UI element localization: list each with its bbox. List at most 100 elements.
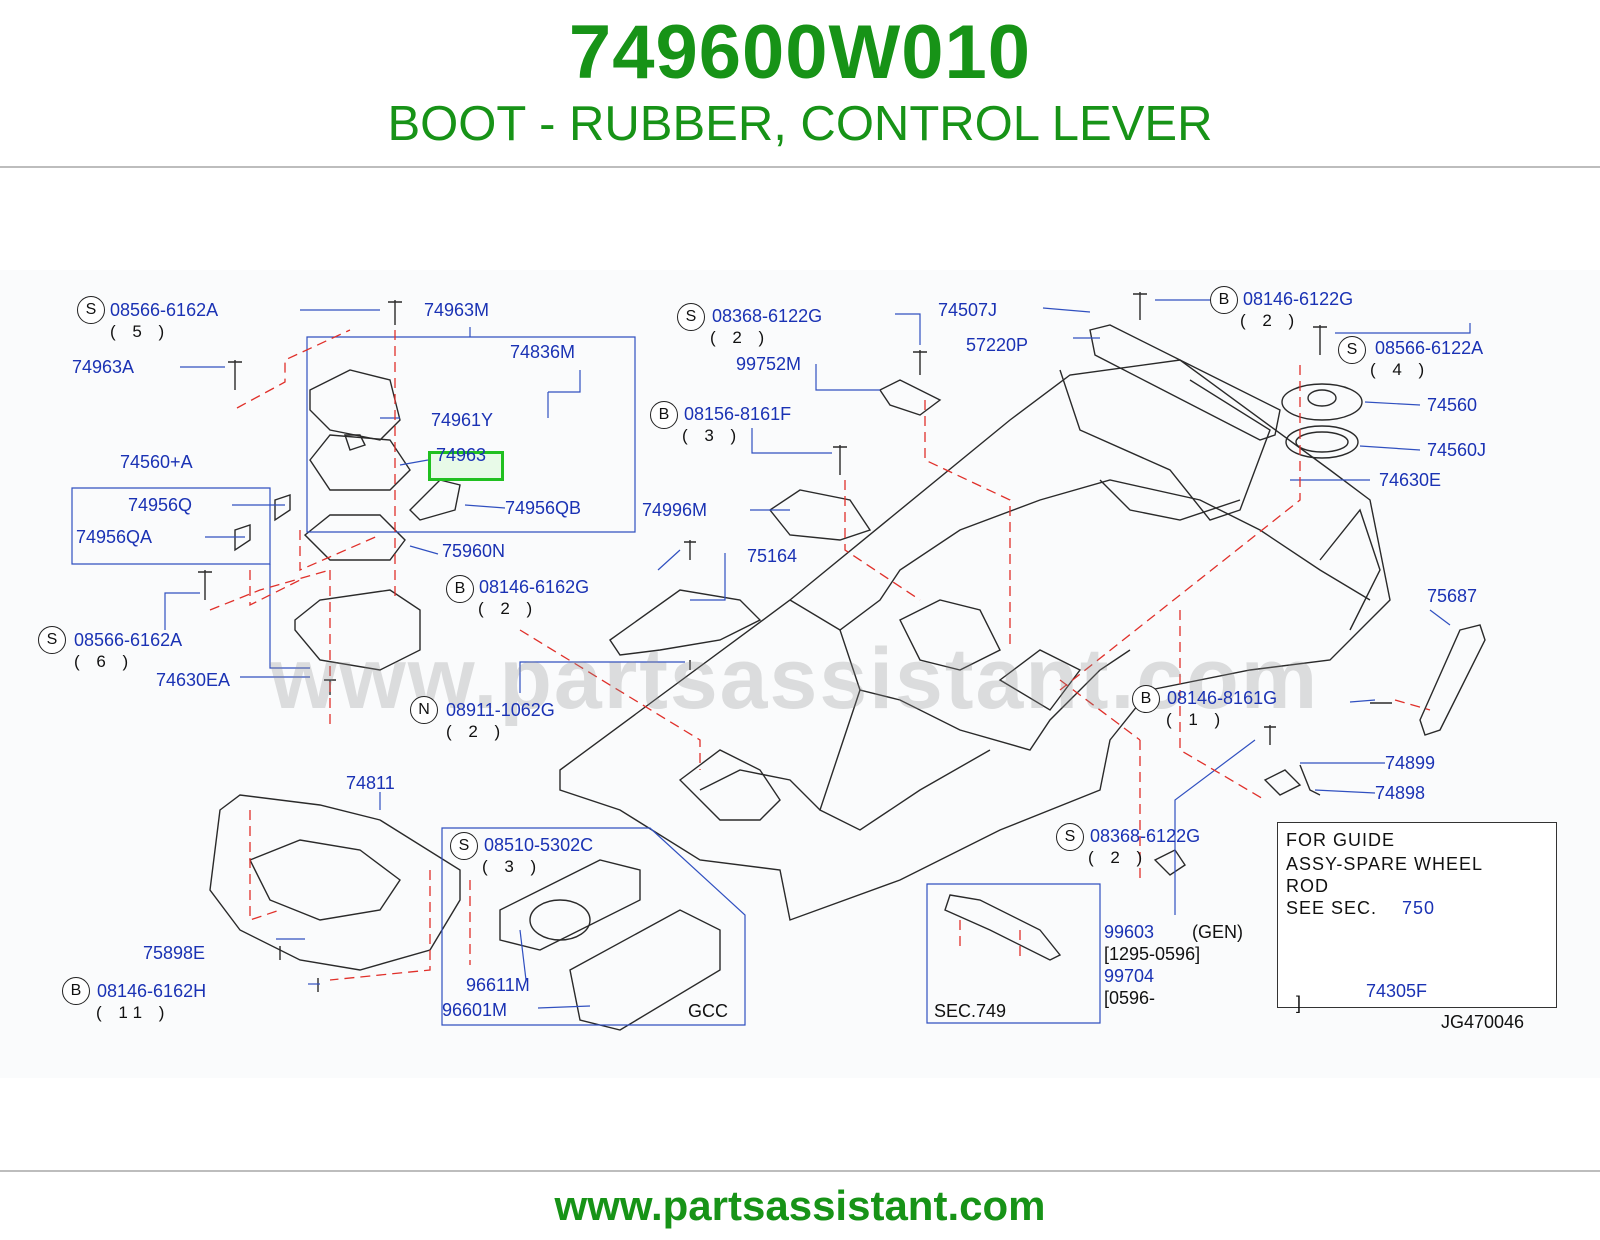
part-label[interactable]: 74560J <box>1427 440 1487 460</box>
page-header: 749600W010 BOOT - RUBBER, CONTROL LEVER <box>0 0 1600 168</box>
part-label[interactable]: 75164 <box>747 546 798 566</box>
part-label[interactable]: 08156-8161F <box>684 404 792 424</box>
header-divider <box>0 166 1600 168</box>
part-label[interactable]: 99603 <box>1104 922 1155 942</box>
part-label[interactable]: 74963M <box>424 300 490 320</box>
section-reference-link[interactable]: 750 <box>1402 898 1436 918</box>
circle-n: N <box>410 696 438 724</box>
footer-url[interactable]: www.partsassistant.com <box>554 1182 1046 1229</box>
date-range-label: [0596- <box>1104 988 1156 1008</box>
guide-note-line: SEE SEC. <box>1286 898 1378 918</box>
part-description: BOOT - RUBBER, CONTROL LEVER <box>387 97 1213 151</box>
part-label[interactable]: 08566-6122A <box>1375 338 1484 358</box>
part-number-title: 749600W010 <box>568 10 1032 95</box>
circle-b: B <box>650 401 678 429</box>
control-lever-boot <box>309 434 411 491</box>
circle-s: S <box>450 832 478 860</box>
circle-s: S <box>77 296 105 324</box>
part-label[interactable]: 08146-6162G <box>479 577 590 597</box>
part-label[interactable]: 74956QA <box>76 527 153 547</box>
section-label: SEC.749 <box>934 1001 1007 1021</box>
group-box-jack <box>441 827 746 1026</box>
quantity-label: ( 3 ) <box>482 857 543 876</box>
part-label[interactable]: 74996M <box>642 500 708 520</box>
part-label[interactable]: 74956Q <box>128 495 193 515</box>
part-label[interactable]: 96601M <box>442 1000 508 1020</box>
part-label[interactable]: 57220P <box>966 335 1029 355</box>
lower-boot <box>303 514 406 561</box>
part-label[interactable]: 74898 <box>1375 783 1426 803</box>
part-label[interactable]: 74560+A <box>120 452 193 472</box>
jack <box>569 909 721 1031</box>
part-label[interactable]: 74811 <box>346 773 395 793</box>
part-label[interactable]: 08146-8161G <box>1167 688 1278 708</box>
quantity-label: ( 2 ) <box>1240 311 1301 330</box>
ring-74560 <box>1281 383 1363 421</box>
part-label[interactable]: 08146-6162H <box>97 981 207 1001</box>
part-label[interactable]: 74560 <box>1427 395 1478 415</box>
parts-diagram: www.partsassistant.com S S S S S S B B B… <box>0 270 1600 1078</box>
part-label[interactable]: 75687 <box>1427 586 1478 606</box>
diagram-drawing <box>71 292 1486 1031</box>
circle-b: B <box>446 575 474 603</box>
date-range-label: [1295-0596] <box>1104 944 1201 964</box>
part-label[interactable]: 08566-6162A <box>110 300 219 320</box>
guide-note-line: ASSY-SPARE WHEEL <box>1286 854 1484 874</box>
circle-b: B <box>62 977 90 1005</box>
variant-label: (GEN) <box>1192 922 1243 942</box>
part-label[interactable]: 08566-6162A <box>74 630 183 650</box>
ring-74560J <box>1285 425 1359 459</box>
trim-75687 <box>1419 624 1486 736</box>
part-label[interactable]: 74956QB <box>505 498 582 518</box>
part-label[interactable]: 74963A <box>72 357 135 377</box>
quantity-label: ( 1 ) <box>1166 710 1227 729</box>
quantity-label: ( 2 ) <box>446 722 507 741</box>
part-label[interactable]: 74836M <box>510 342 576 362</box>
part-label[interactable]: 74305F <box>1366 981 1428 1001</box>
heat-insulator <box>209 794 461 971</box>
part-label[interactable]: 74630EA <box>156 670 231 690</box>
part-label[interactable]: 75960N <box>442 541 506 561</box>
part-label[interactable]: 74507J <box>938 300 998 320</box>
quantity-label: ( 3 ) <box>682 426 743 445</box>
group-box-sec749 <box>926 883 1101 1024</box>
circle-s: S <box>38 626 66 654</box>
quantity-label: ( 2 ) <box>478 599 539 618</box>
highlighted-part-box <box>428 451 504 481</box>
part-label[interactable]: 08146-6122G <box>1243 289 1354 309</box>
quantity-label: ( 2 ) <box>710 328 771 347</box>
part-label[interactable]: 96611M <box>466 975 530 995</box>
part-label[interactable]: 08510-5302C <box>484 835 594 855</box>
guide-note-line: FOR GUIDE <box>1286 830 1396 850</box>
bracket-75164 <box>609 589 762 656</box>
circle-s: S <box>1338 336 1366 364</box>
quantity-label: ( 6 ) <box>74 652 135 671</box>
quantity-label: ( 11 ) <box>96 1003 171 1022</box>
quantity-label: ( 2 ) <box>1088 848 1149 867</box>
part-label[interactable]: 74899 <box>1385 753 1436 773</box>
part-label[interactable]: 08368-6122G <box>1090 826 1201 846</box>
part-label[interactable]: 99752M <box>736 354 802 374</box>
cross-rail <box>1089 324 1281 441</box>
variant-label: GCC <box>688 1001 728 1021</box>
part-label[interactable]: 99704 <box>1104 966 1155 986</box>
console-cover <box>294 589 421 671</box>
circle-b: B <box>1132 685 1160 713</box>
part-label-highlighted[interactable]: 74963 <box>436 445 487 465</box>
part-label[interactable]: 74961Y <box>431 410 494 430</box>
bracket-close: ] <box>1296 993 1302 1013</box>
quantity-label: ( 5 ) <box>110 322 171 341</box>
guide-note-line: ROD <box>1286 876 1329 896</box>
quantity-label: ( 4 ) <box>1370 360 1431 379</box>
part-label[interactable]: 08368-6122G <box>712 306 823 326</box>
group-box-74963M <box>306 336 636 533</box>
lever-plate <box>309 369 401 441</box>
part-label[interactable]: 75898E <box>143 943 206 963</box>
footer-divider <box>0 1170 1600 1172</box>
tire-bracket <box>499 859 641 951</box>
part-label[interactable]: 08911-1062G <box>446 700 555 720</box>
guide-note-box: FOR GUIDE ASSY-SPARE WHEEL ROD SEE SEC. … <box>1277 822 1557 1013</box>
circle-s: S <box>677 303 705 331</box>
circle-s: S <box>1056 823 1084 851</box>
part-label[interactable]: 74630E <box>1379 470 1442 490</box>
